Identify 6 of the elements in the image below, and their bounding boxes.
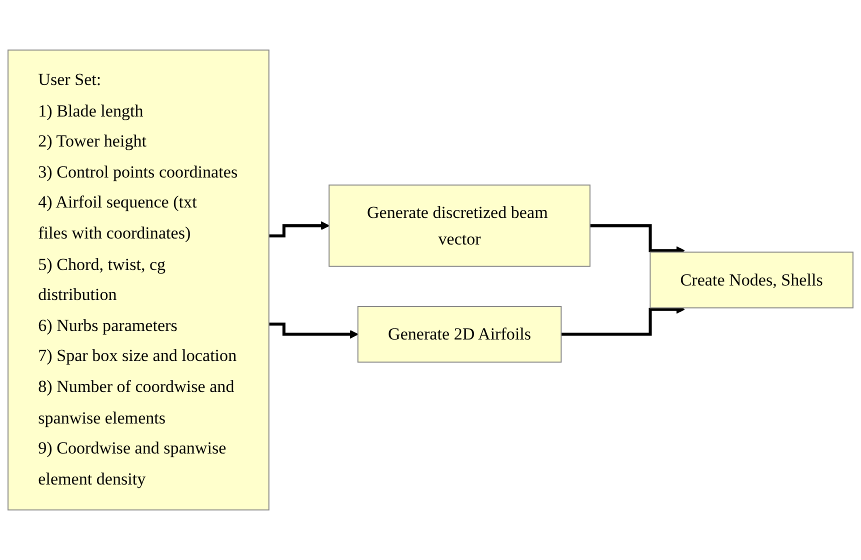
arrow bbox=[268, 322, 358, 339]
arrow bbox=[268, 221, 330, 238]
node-box: User Set: 1) Blade length 2) Tower height 3) Control points coordinates 4) Airfoil sequence (txt files with coordinates) 5) Chord, twist, cg distribution 6) Nurbs parameters 7) Spar box size and location 8) Number of coordwise and spanwise elements 9) Coordwise and spanwise element density bbox=[8, 50, 270, 510]
node-box: Create Nodes, Shells bbox=[650, 252, 854, 308]
node-box: Generate 2D Airfoils bbox=[357, 306, 562, 363]
node-box: Generate discretized beam vector bbox=[328, 184, 590, 267]
